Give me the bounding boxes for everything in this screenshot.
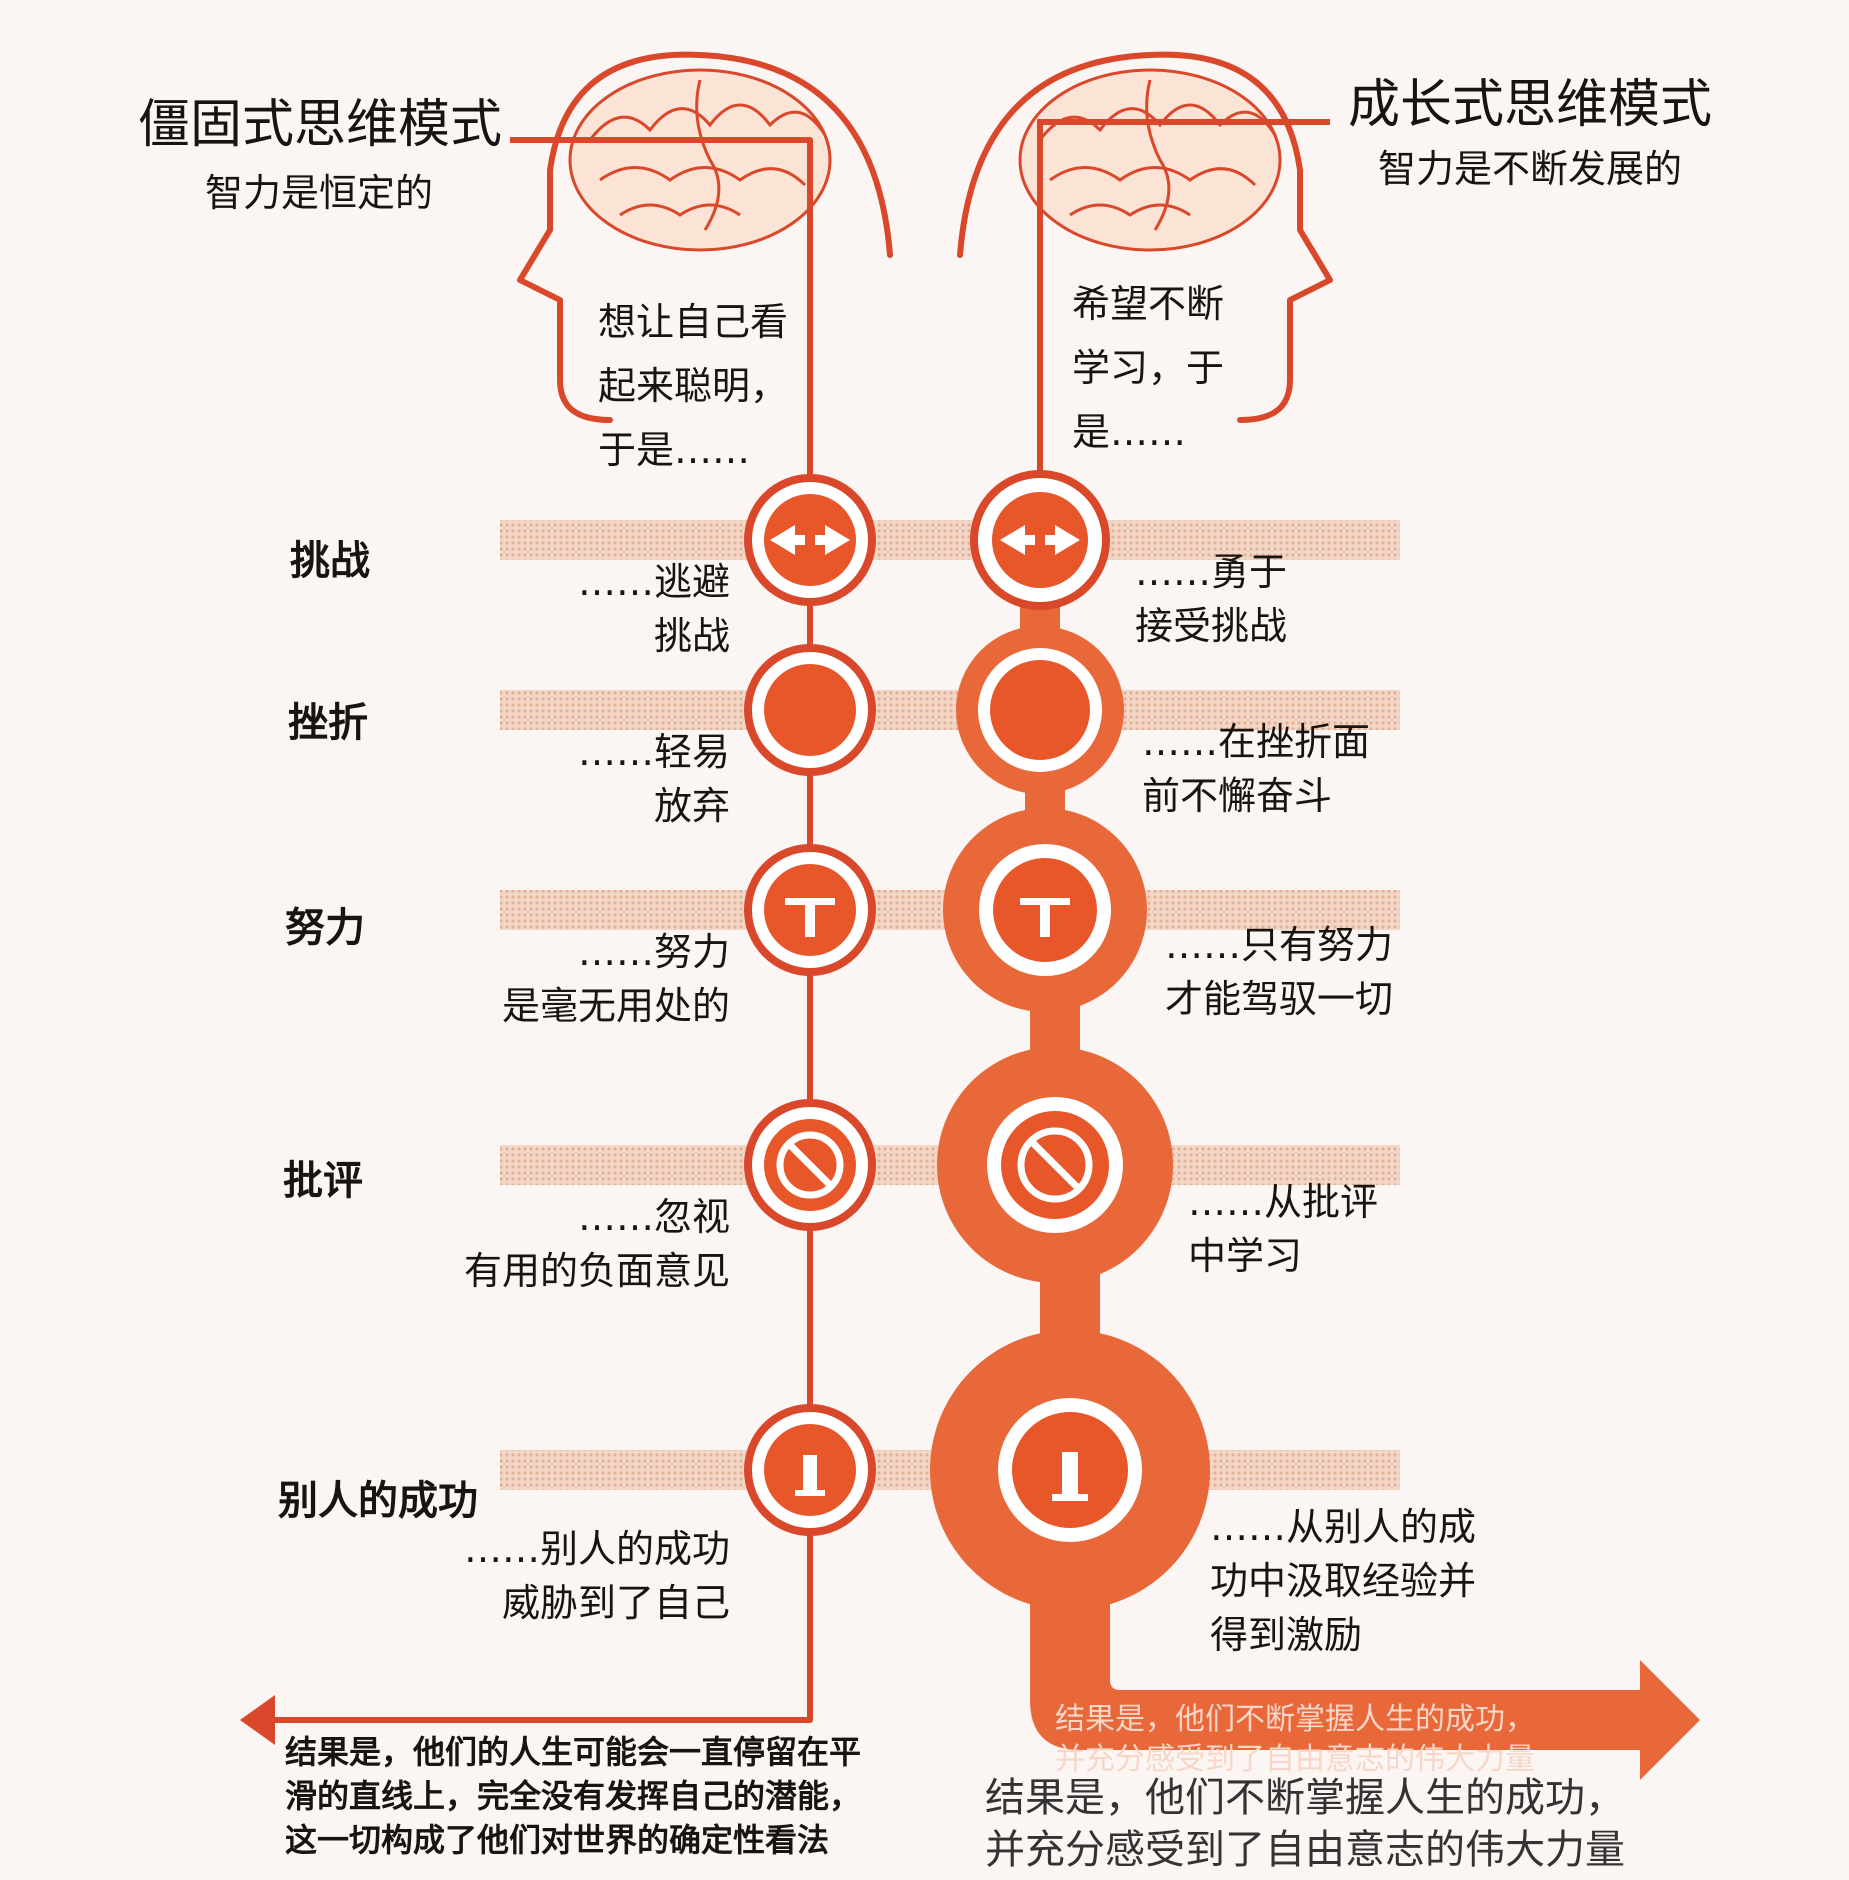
right-title: 成长式思维模式 (1348, 75, 1713, 135)
right-response-setback: ……在挫折面前不懈奋斗 (1142, 720, 1371, 818)
right-brain-icon (1018, 68, 1282, 252)
left-response-effort: ……努力是毫无用处的 (501, 930, 730, 1028)
left-head-outline (517, 51, 893, 423)
right-result-ghost-text: 结果是，他们不断掌握人生的成功， 并充分感受到了自由意志的伟大力量 (1055, 1702, 1535, 1777)
right-response-challenge: ……勇于接受挑战 (1135, 550, 1288, 648)
left-response-challenge: ……逃避挑战 (577, 560, 730, 658)
left-head-text: 想让自己看 起来聪明， 于是…… (598, 300, 789, 472)
row-label-criticism: 批评 (283, 1158, 363, 1204)
left-subtitle: 智力是恒定的 (205, 171, 434, 215)
right-subtitle: 智力是不断发展的 (1378, 147, 1683, 191)
left-response-setback: ……轻易放弃 (577, 730, 730, 828)
row-label-effort: 努力 (285, 905, 365, 951)
prohibition-icon (776, 1127, 1093, 1203)
trophy-podium-icon (795, 1452, 1088, 1501)
left-title: 僵固式思维模式 (138, 95, 503, 155)
weight-lift-icon (785, 898, 1070, 937)
right-response-others-success: ……从别人的成功中汲取经验并得到激励 (1210, 1505, 1477, 1657)
arrows-inward-icon (770, 525, 1080, 555)
left-result-text: 结果是，他们的人生可能会一直停留在平 滑的直线上，完全没有发挥自己的潜能， 这一… (285, 1733, 862, 1859)
right-head-outline (957, 51, 1333, 423)
right-response-criticism: ……从批评中学习 (1188, 1180, 1379, 1278)
row-label-others-success: 别人的成功 (278, 1478, 478, 1524)
left-result-arrow (240, 1695, 275, 1745)
right-path-line (1037, 119, 1330, 480)
left-response-others-success: ……别人的成功威胁到了自己 (463, 1527, 730, 1625)
right-result-text: 结果是，他们不断掌握人生的成功， 并充分感受到了自由意志的伟大力量 (985, 1776, 1625, 1872)
left-response-criticism: ……忽视有用的负面意见 (463, 1195, 730, 1293)
right-response-effort: ……只有努力才能驾驭一切 (1165, 923, 1394, 1021)
left-brain-icon (568, 68, 832, 252)
row-label-challenge: 挑战 (290, 538, 370, 584)
right-head-text: 希望不断 学习，于 是…… (1072, 282, 1225, 454)
row-label-setback: 挫折 (288, 700, 368, 746)
